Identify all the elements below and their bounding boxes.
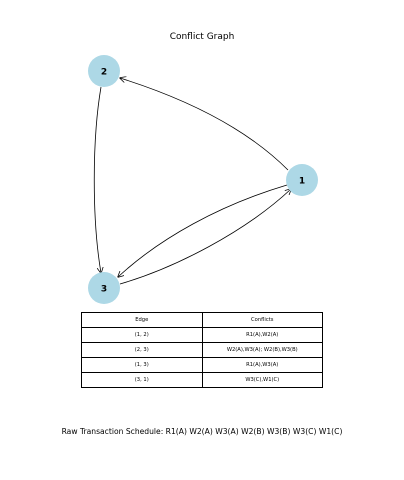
conflicts-cell: R1(A),W3(A) bbox=[201, 357, 323, 373]
node-3-label: 3 bbox=[101, 285, 107, 295]
edge-1-3 bbox=[118, 184, 288, 277]
node-1-label: 1 bbox=[299, 177, 305, 187]
header-edge: Edge bbox=[81, 312, 203, 328]
table-row: (2, 3) W2(A),W3(A); W2(B),W3(B) bbox=[81, 342, 323, 358]
node-2: 2 bbox=[88, 55, 120, 87]
conflicts-cell: W3(C),W1(C) bbox=[201, 372, 323, 388]
edge-2-3 bbox=[93, 86, 101, 273]
graph-title: Conflict Graph bbox=[169, 32, 235, 42]
table-row: (3, 1) W3(C),W1(C) bbox=[81, 372, 323, 388]
edge-cell: (2, 3) bbox=[81, 342, 203, 358]
node-3-circle bbox=[88, 272, 120, 304]
table-row: (1, 3) R1(A),W3(A) bbox=[81, 357, 323, 373]
table-header-row: Edge Conflicts bbox=[81, 312, 323, 328]
node-2-circle bbox=[88, 55, 120, 87]
node-1: 1 bbox=[286, 164, 318, 196]
node-2-label: 2 bbox=[101, 68, 107, 78]
edge-1-2 bbox=[120, 78, 289, 171]
conflicts-cell: R1(A),W2(A) bbox=[201, 327, 323, 343]
edge-cell: (3, 1) bbox=[81, 372, 203, 388]
conflicts-cell: W2(A),W3(A); W2(B),W3(B) bbox=[201, 342, 323, 358]
header-conflicts: Conflicts bbox=[201, 312, 323, 328]
node-1-circle bbox=[286, 164, 318, 196]
edge-cell: (1, 3) bbox=[81, 357, 203, 373]
raw-schedule-text: Raw Transaction Schedule: R1(A) W2(A) W3… bbox=[61, 427, 343, 436]
table-row: (1, 2) R1(A),W2(A) bbox=[81, 327, 323, 343]
node-3: 3 bbox=[88, 272, 120, 304]
edge-3-1 bbox=[119, 189, 291, 285]
edge-cell: (1, 2) bbox=[81, 327, 203, 343]
conflicts-table: Edge Conflicts (1, 2) R1(A),W2(A) (2, 3)… bbox=[81, 312, 323, 388]
